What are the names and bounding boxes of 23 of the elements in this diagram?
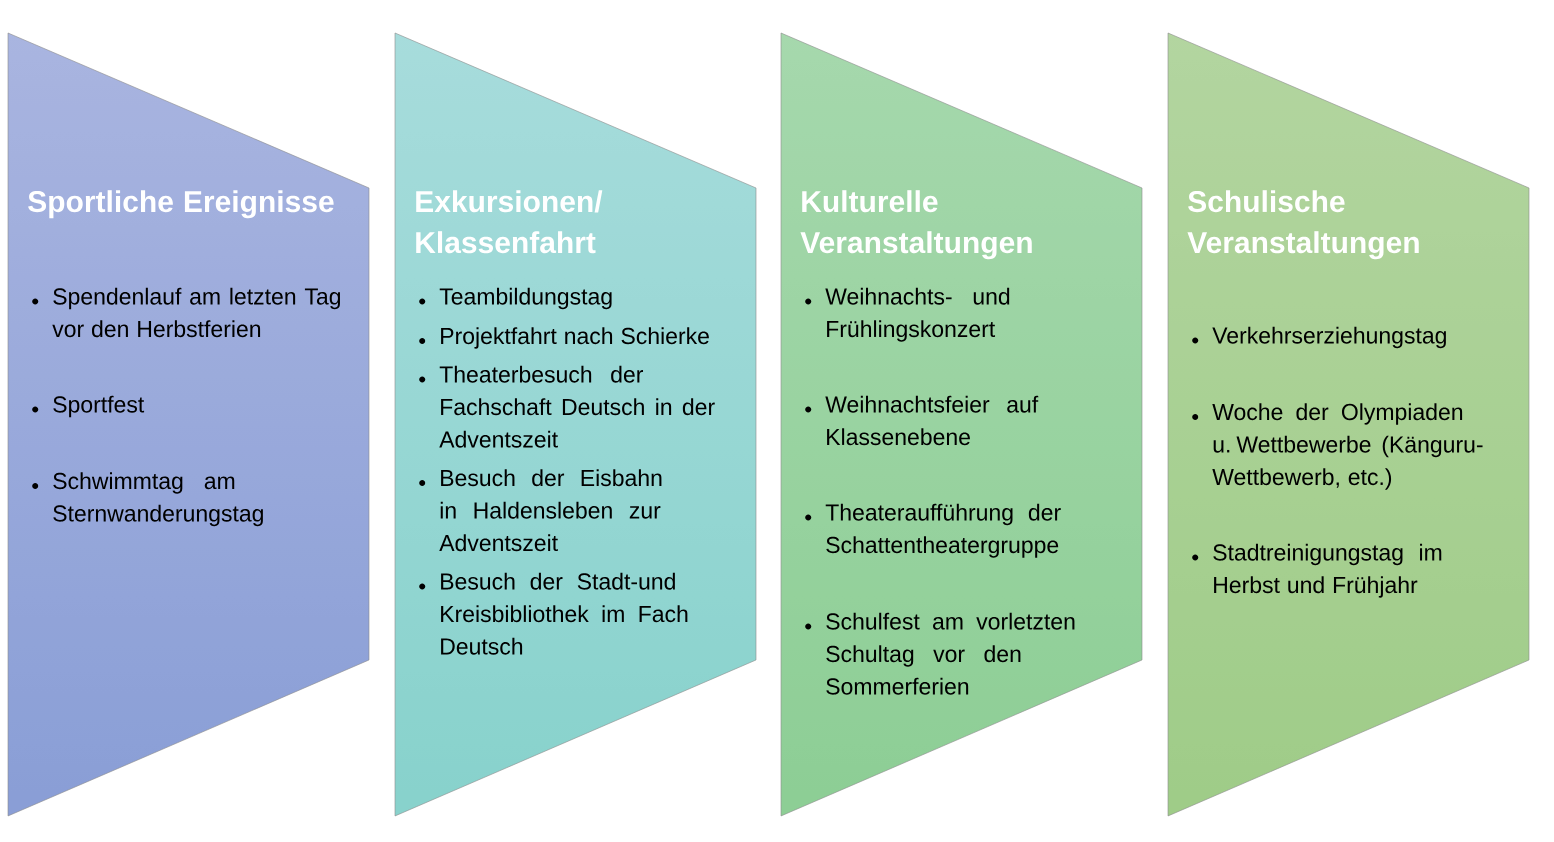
panel-heading: Exkursionen/ Klassenfahrt — [416, 190, 603, 254]
bullet-item: Teambildungstag — [419, 287, 612, 310]
bullet-item: Projektfahrt nach Schierke — [419, 327, 709, 349]
chevron-panel — [7, 32, 370, 817]
bullet-item: Woche der Olympiaden u. Wettbewerbe (Känguru-Wettbewerb, etc.) — [1192, 403, 1483, 490]
bullet-item: Besuch der Eisbahn in Haldensleben zur Adventszeit — [419, 469, 662, 552]
bullet-item: Besuch der Stadt-und Kreisbibliothek im Fach Deutsch — [419, 572, 688, 655]
chevron-panel — [1167, 32, 1530, 817]
panel-heading: Kulturelle Veranstaltungen — [800, 190, 1032, 260]
bullet-item: Verkehrserziehungstag — [1192, 326, 1446, 349]
chevron-panel — [394, 32, 757, 817]
panel-heading: Sportliche Ereignisse — [28, 190, 334, 219]
bullet-item: Schwimmtag am Sternwanderungstag — [32, 472, 263, 527]
panel-heading: Schulische Veranstaltungen — [1187, 190, 1419, 260]
bullet-item: Theaterbesuch der Fachschaft Deutsch in der Adventszeit — [419, 365, 715, 448]
chevron-panel — [780, 32, 1143, 817]
bullet-item: Theateraufführung der Schattentheatergruppe — [805, 503, 1061, 558]
bullet-item: Stadtreinigungstag im Herbst und Frühjahr — [1192, 543, 1442, 598]
bullet-item: Sportfest — [32, 395, 145, 418]
bullet-item: Weihnachts- und Frühlingskonzert — [805, 287, 1010, 342]
bullet-item: Weihnachtsfeier auf Klassenebene — [805, 395, 1039, 446]
bullet-item: Spendenlauf am letzten Tag vor den Herbstferien — [32, 287, 340, 338]
bullet-item: Schulfest am vorletzten Schultag vor den Sommerferien — [805, 612, 1075, 695]
